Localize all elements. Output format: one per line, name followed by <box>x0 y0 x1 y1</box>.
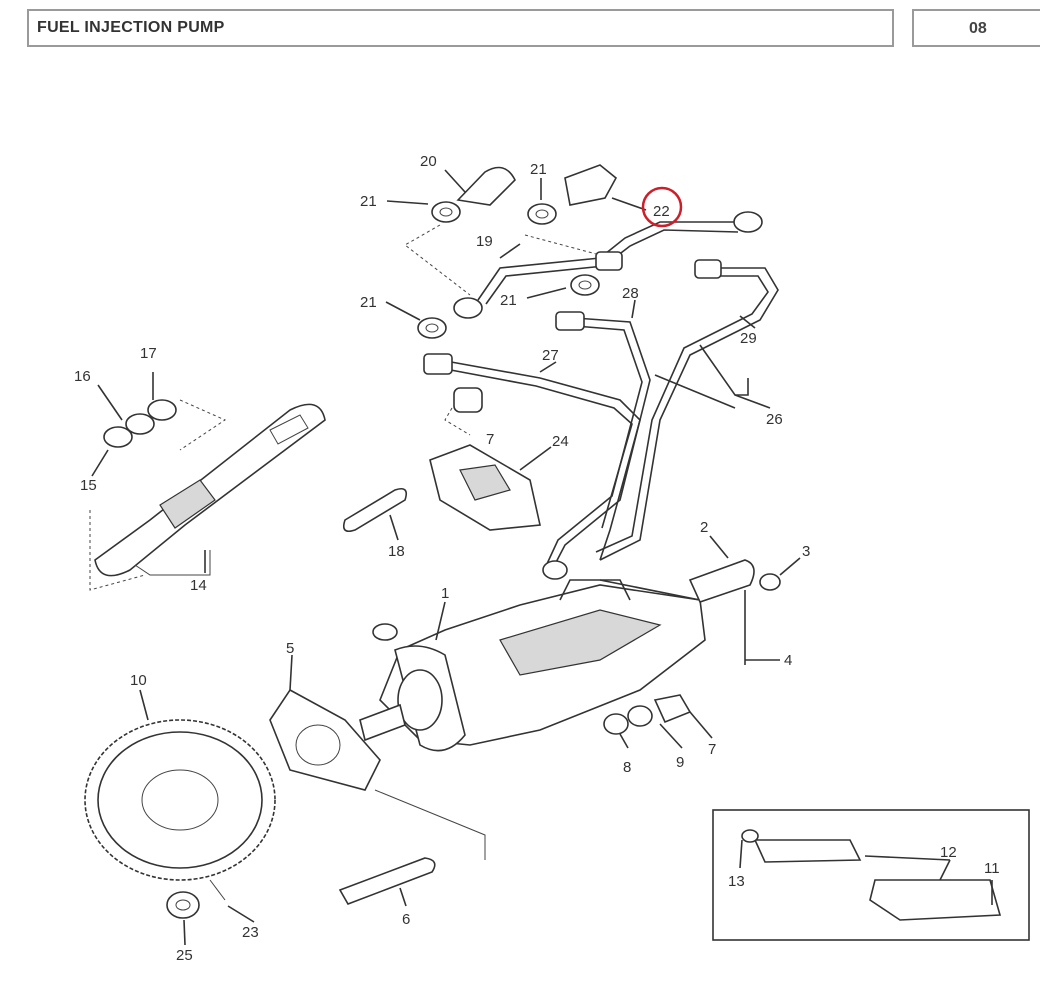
callout-9: 9 <box>676 754 684 771</box>
callout-21b: 21 <box>530 161 547 178</box>
callout-6: 6 <box>402 911 410 928</box>
callout-10: 10 <box>130 672 147 689</box>
callout-7a: 7 <box>486 431 494 448</box>
pump-body <box>359 559 781 752</box>
banjo-fittings <box>404 164 618 339</box>
callout-8: 8 <box>623 759 631 776</box>
title-box: FUEL INJECTION PUMP <box>27 9 894 47</box>
callout-labels: 1 2 3 4 5 6 7 7 8 9 10 11 12 13 14 15 16… <box>74 153 1000 964</box>
page-number-box: 08 <box>912 9 1040 47</box>
callout-1: 1 <box>441 585 449 602</box>
leader-lines <box>91 169 993 946</box>
callout-17: 17 <box>140 345 157 362</box>
callout-16: 16 <box>74 368 91 385</box>
callout-27: 27 <box>542 347 559 364</box>
callout-21a: 21 <box>360 193 377 210</box>
callout-19: 19 <box>476 233 493 250</box>
callout-2: 2 <box>700 519 708 536</box>
page-number: 08 <box>969 20 987 37</box>
callout-21d: 21 <box>360 294 377 311</box>
callout-18: 18 <box>388 543 405 560</box>
inset-detail <box>712 809 1030 941</box>
callout-14: 14 <box>190 577 207 594</box>
small-parts <box>342 387 541 533</box>
callout-5: 5 <box>286 640 294 657</box>
callout-29: 29 <box>740 330 757 347</box>
callout-13: 13 <box>728 873 745 890</box>
gasket-and-gear <box>84 688 486 919</box>
callout-20: 20 <box>420 153 437 170</box>
callout-23: 23 <box>242 924 259 941</box>
callout-25: 25 <box>176 947 193 964</box>
callout-7b: 7 <box>708 741 716 758</box>
callout-11: 11 <box>984 860 1000 877</box>
callout-15: 15 <box>80 477 97 494</box>
callout-22: 22 <box>653 203 670 220</box>
callout-12: 12 <box>940 844 957 861</box>
callout-4: 4 <box>784 652 792 669</box>
injector-assembly <box>89 399 326 591</box>
callout-3: 3 <box>802 543 810 560</box>
callout-26: 26 <box>766 411 783 428</box>
callout-24: 24 <box>552 433 569 450</box>
page-title: FUEL INJECTION PUMP <box>37 19 225 36</box>
callout-21c: 21 <box>500 292 517 309</box>
highlight-circle <box>641 186 683 228</box>
callout-28: 28 <box>622 285 639 302</box>
